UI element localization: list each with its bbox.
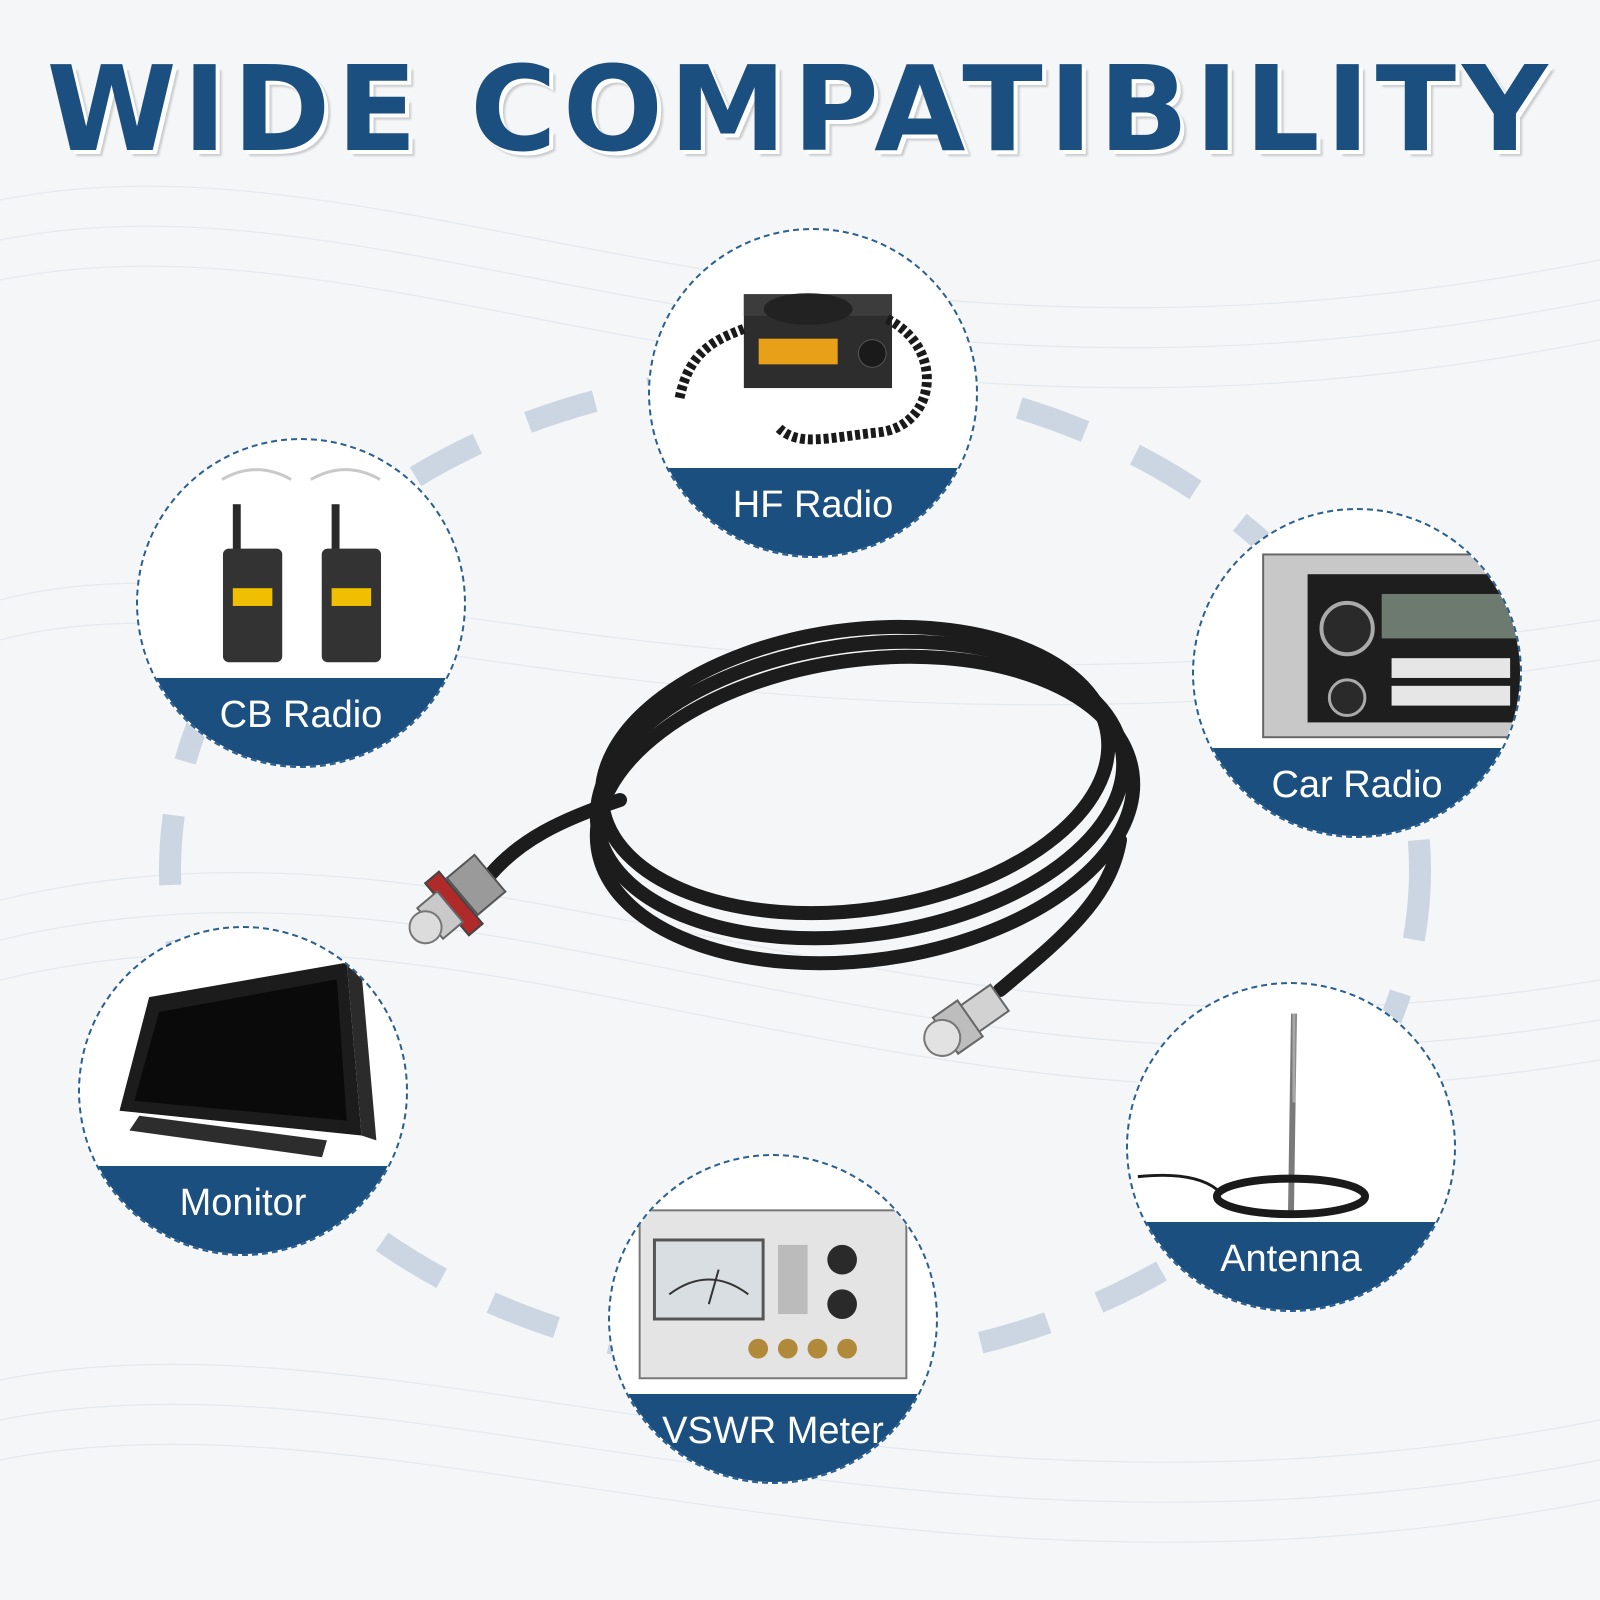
hf-radio-icon: [674, 293, 932, 445]
antenna-icon: [1137, 1013, 1370, 1219]
device-label: HF Radio: [650, 467, 976, 556]
walkie-talkie-icon: [221, 468, 382, 663]
hf-radio-bubble: HF Radio: [648, 228, 978, 558]
device-label: VSWR Meter: [610, 1393, 936, 1482]
device-label: CB Radio: [138, 677, 464, 766]
car-radio-bubble: Car Radio: [1192, 508, 1522, 838]
antenna-bubble: Antenna: [1126, 982, 1456, 1312]
device-label: Monitor: [80, 1165, 406, 1254]
car-radio-icon: [1262, 553, 1520, 739]
monitor-icon: [119, 962, 377, 1158]
device-label: Car Radio: [1194, 747, 1520, 836]
cb-radio-bubble: CB Radio: [136, 438, 466, 768]
monitor-bubble: Monitor: [78, 926, 408, 1256]
vswr-meter-icon: [638, 1209, 908, 1380]
device-label: Antenna: [1128, 1221, 1454, 1310]
vswr-meter-bubble: VSWR Meter: [608, 1154, 938, 1484]
page-title: WIDE COMPATIBILITY: [46, 40, 1554, 178]
